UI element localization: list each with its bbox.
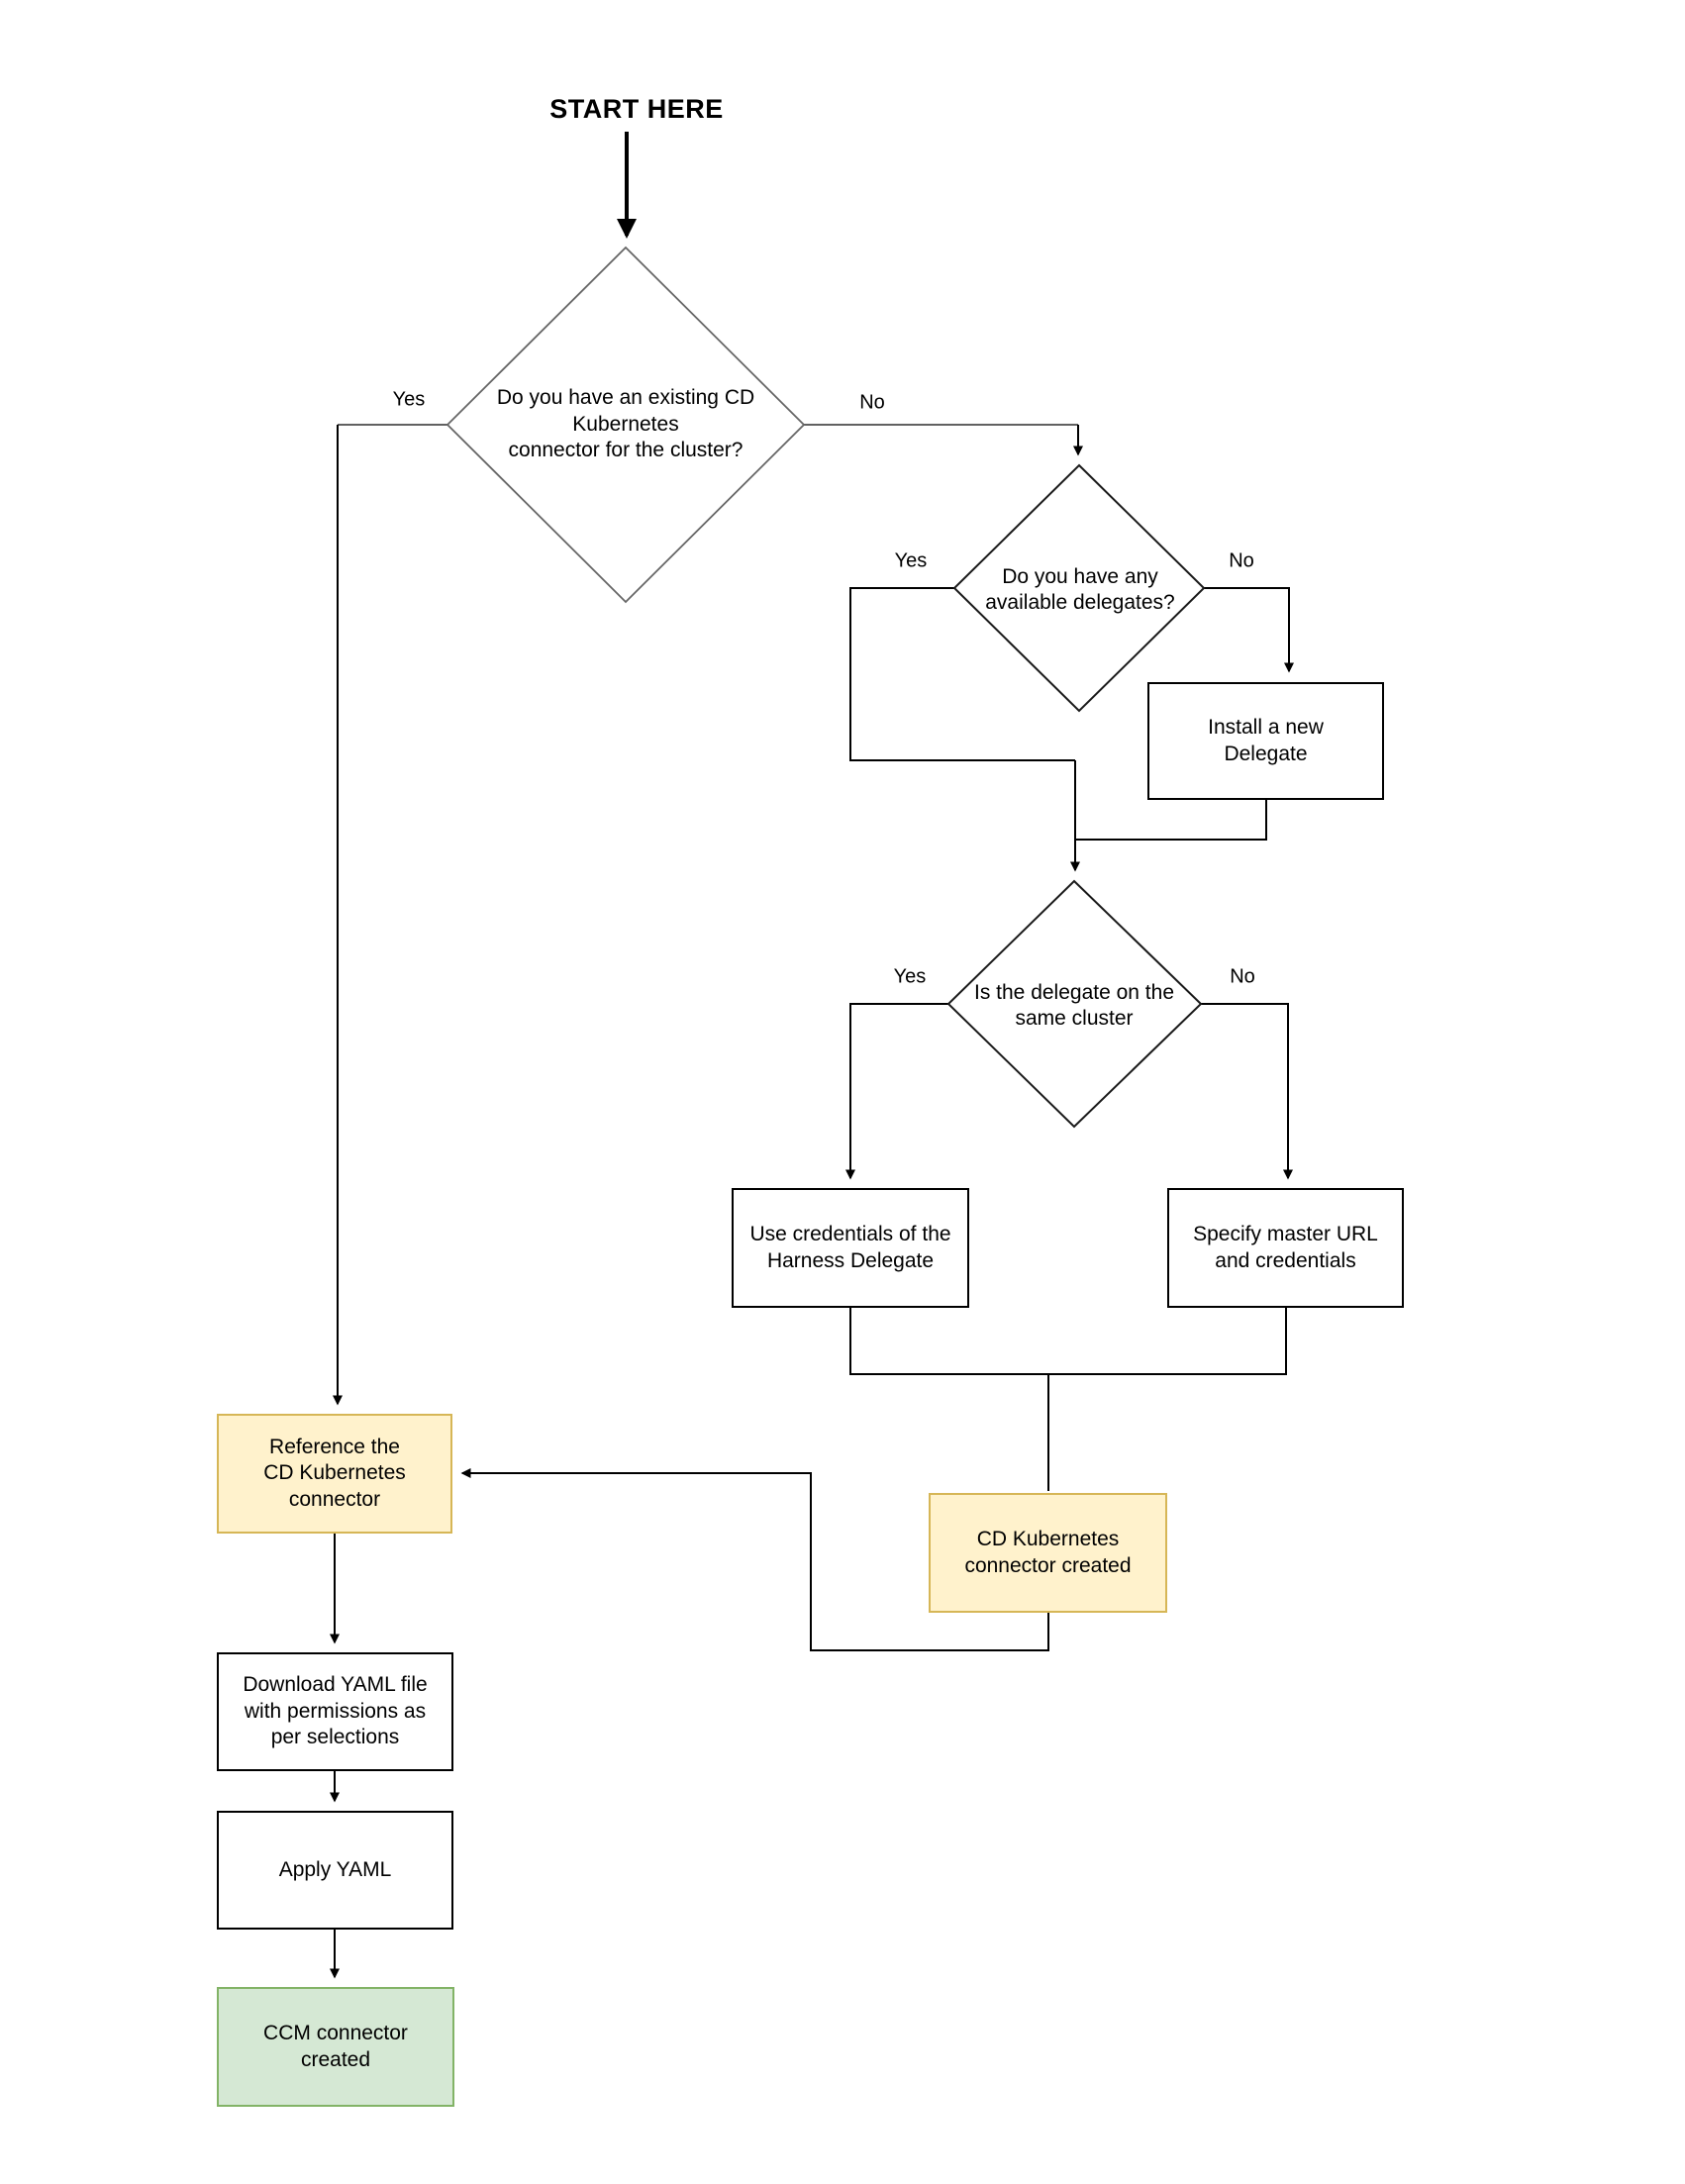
start-label: START HERE — [549, 93, 724, 124]
edge-label-d3-yes: Yes — [893, 965, 927, 988]
step-cd-connector-created: CD Kubernetes connector created — [929, 1493, 1167, 1613]
decision-existing-cd-connector-shape — [446, 246, 806, 604]
edge-label-d1-yes: Yes — [392, 388, 426, 411]
step-reference-connector: Reference the CD Kubernetes connector — [217, 1414, 452, 1534]
decision-available-delegates-label: Do you have any available delegates? — [985, 564, 1175, 614]
step-install-delegate: Install a new Delegate — [1147, 682, 1384, 800]
edge-label-d3-no: No — [1230, 965, 1255, 988]
edge-install-out — [1075, 800, 1267, 841]
decision-delegate-same-cluster-shape — [946, 879, 1203, 1129]
step-apply-yaml: Apply YAML — [217, 1811, 453, 1930]
edge-d2-no — [1204, 587, 1294, 673]
edge-label-d2-yes: Yes — [894, 549, 928, 572]
edge-label-d2-no: No — [1229, 549, 1254, 572]
edge-cd-created-to-reference — [460, 1468, 1049, 1651]
step-use-delegate-credentials: Use credentials of the Harness Delegate — [732, 1188, 969, 1308]
edge-d2-yes — [849, 587, 1075, 761]
decision-available-delegates-shape — [952, 463, 1206, 713]
decision-existing-cd-connector-label: Do you have an existing CD Kubernetes co… — [496, 386, 755, 462]
step-specify-master-url: Specify master URL and credentials — [1167, 1188, 1404, 1308]
step-ccm-connector-created: CCM connector created — [217, 1987, 454, 2107]
edge-credentials-merge — [849, 1308, 1287, 1375]
decision-delegate-same-cluster-label: Is the delegate on the same cluster — [974, 980, 1174, 1030]
edge-d3-no — [1201, 1003, 1293, 1180]
edge-label-d1-no: No — [859, 391, 885, 414]
edge-d3-yes — [845, 1003, 948, 1180]
step-download-yaml: Download YAML file with permissions as p… — [217, 1652, 453, 1771]
